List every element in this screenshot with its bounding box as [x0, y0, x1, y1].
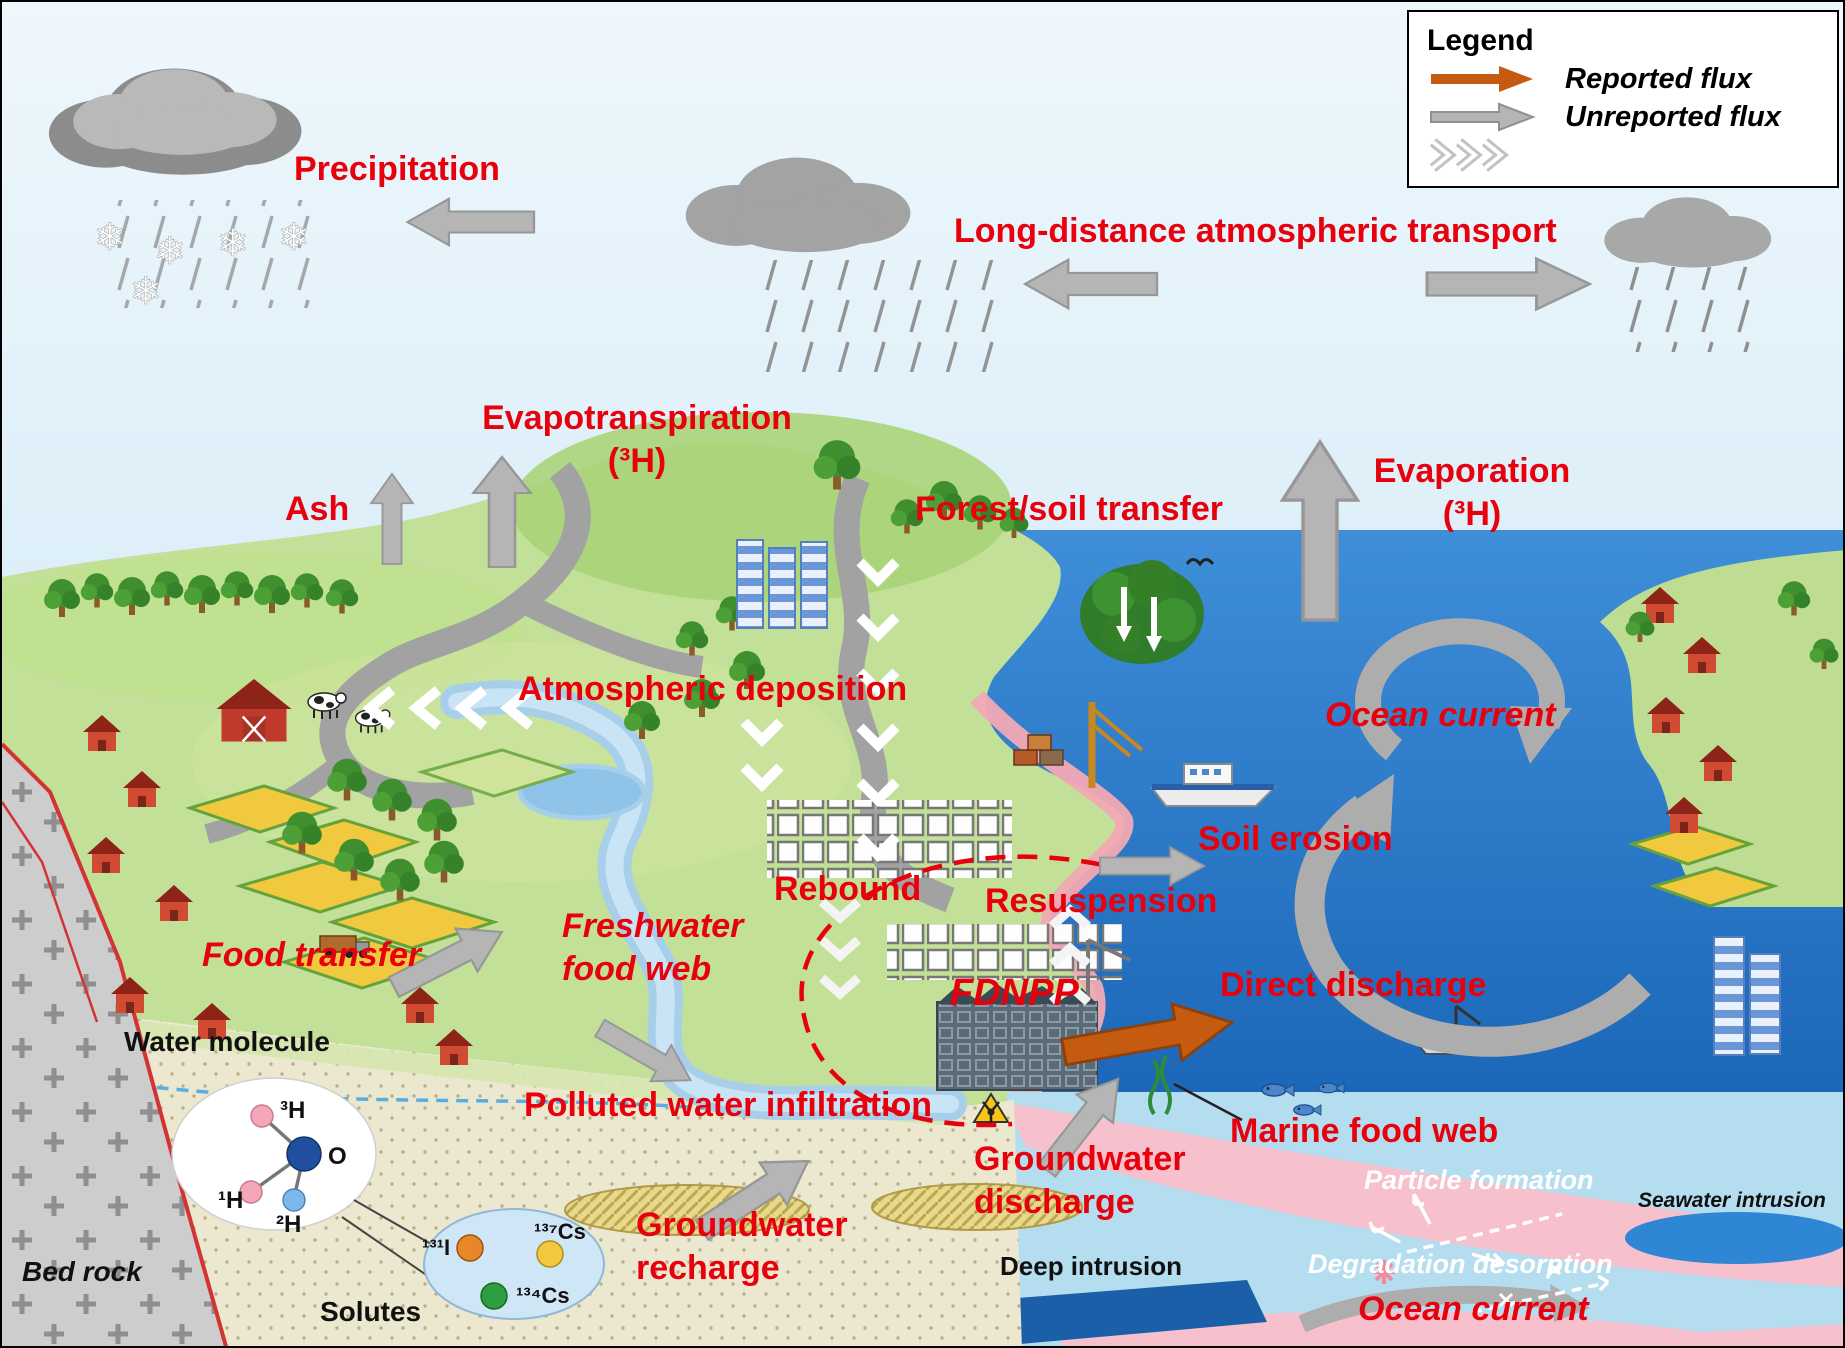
barn	[216, 679, 292, 743]
unreported-flux-chevrons-icon	[1429, 138, 1509, 172]
svg-text:❄: ❄	[154, 229, 186, 273]
svg-text:❄: ❄	[217, 221, 249, 265]
label-food-transfer: Food transfer	[202, 936, 422, 974]
label-rebound: Rebound	[774, 870, 922, 908]
label-seawater-intrusion: Seawater intrusion	[1638, 1189, 1826, 1212]
label-marine-food-web: Marine food web	[1230, 1112, 1499, 1150]
label-resuspension: Resuspension	[985, 882, 1218, 920]
deep-intrusion-band	[942, 1280, 1267, 1346]
label-degradation-desorption: Degradation desorption	[1308, 1249, 1613, 1279]
fdnpp-zone-dashed-arc	[799, 854, 1133, 1128]
unreported-flux-arrow-icon	[1430, 102, 1536, 132]
reported-flux-arrow-icon	[1431, 66, 1533, 92]
storage-tanks	[887, 924, 1122, 980]
legend-title: Legend	[1427, 24, 1534, 57]
seaweed-icon	[1148, 1055, 1172, 1116]
label-protium: ¹H	[218, 1187, 244, 1214]
label-evapotranspiration: Evapotranspiration (³H)	[482, 399, 792, 480]
label-deep-intrusion: Deep intrusion	[1000, 1251, 1183, 1281]
label-polluted-water-infiltration: Polluted water infiltration	[524, 1086, 933, 1124]
label-freshwater-food-web: Freshwater food web	[562, 907, 744, 988]
label-bed-rock: Bed rock	[22, 1256, 142, 1287]
label-deuterium: ²H	[276, 1211, 302, 1238]
snowflakes: ❄❄❄ ❄❄	[94, 215, 310, 314]
legend-unreported-flux-label: Unreported flux	[1565, 100, 1781, 133]
marine-food-web-pointer	[1173, 1082, 1243, 1122]
label-groundwater-recharge: Groundwater recharge	[636, 1206, 848, 1287]
label-particle-formation: Particle formation	[1364, 1165, 1594, 1195]
label-precipitation: Precipitation	[294, 150, 500, 188]
svg-text:❄: ❄	[94, 215, 126, 259]
label-forest-soil-transfer: Forest/soil transfer	[915, 490, 1223, 528]
svg-text:❄: ❄	[278, 215, 310, 259]
label-cesium-137: ¹³⁷Cs	[534, 1219, 586, 1244]
rain	[744, 260, 996, 372]
marine-process-marks	[1368, 1193, 1610, 1314]
label-atmospheric-deposition: Atmospheric deposition	[518, 670, 908, 708]
city-buildings	[736, 539, 828, 629]
legend: Legend Reported flux Unreported flux	[1407, 10, 1839, 188]
fault-line	[2, 742, 228, 1346]
label-direct-discharge: Direct discharge	[1220, 966, 1487, 1004]
right-shore	[1600, 550, 1843, 1056]
label-oxygen: O	[328, 1143, 347, 1170]
village	[83, 679, 473, 1065]
building-tower	[1713, 936, 1745, 1056]
label-soil-erosion: Soil erosion	[1198, 820, 1393, 858]
label-tritium: ³H	[280, 1097, 306, 1124]
resuspension-chevrons	[1049, 903, 1091, 1006]
label-water-molecule: Water molecule	[124, 1026, 330, 1057]
port	[1013, 702, 1144, 788]
rain	[94, 200, 314, 308]
label-evaporation: Evaporation (³H)	[1373, 452, 1571, 533]
label-ash: Ash	[285, 490, 350, 528]
label-solutes: Solutes	[320, 1296, 422, 1327]
ocean-current-arrows	[1294, 618, 1651, 1333]
truck	[319, 935, 370, 958]
seawater-intrusion-lens	[1625, 1212, 1843, 1264]
rebound-chevrons	[819, 898, 861, 1001]
rain	[1614, 267, 1764, 352]
label-groundwater-discharge: Groundwater discharge	[974, 1140, 1186, 1221]
bird-icon	[1185, 558, 1215, 567]
label-iodine-131: ¹³¹I	[422, 1235, 451, 1260]
deposition-chevrons	[362, 558, 900, 863]
label-long-distance-transport: Long-distance atmospheric transport	[954, 212, 1557, 250]
label-cesium-134: ¹³⁴Cs	[516, 1283, 570, 1308]
fault-line	[2, 801, 99, 1023]
solutes-diagram	[423, 1208, 605, 1320]
svg-text:❄: ❄	[130, 269, 162, 313]
legend-reported-flux-label: Reported flux	[1565, 62, 1752, 95]
building-tower	[1749, 953, 1781, 1055]
label-fdnpp: FDNPP	[950, 972, 1079, 1014]
cargo-ship	[1149, 763, 1277, 807]
label-ocean-current-bottom: Ocean current	[1358, 1290, 1589, 1328]
bedrock	[2, 742, 228, 1346]
water-molecule-diagram	[171, 1077, 455, 1295]
label-ocean-current-top: Ocean current	[1325, 696, 1556, 734]
forest-patch	[1080, 558, 1215, 664]
